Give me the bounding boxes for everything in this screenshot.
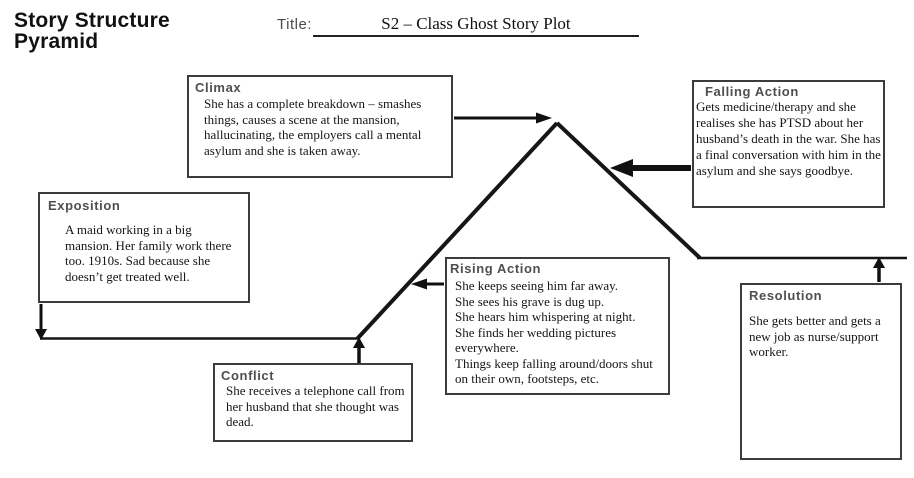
falling-action-arrow (610, 159, 691, 177)
rising-action-body: She keeps seeing him far away. She sees … (455, 278, 665, 387)
exposition-arrow (35, 304, 47, 340)
climax-body: She has a complete breakdown – smashes t… (204, 96, 422, 158)
conflict-box: Conflict She receives a telephone call f… (213, 363, 413, 442)
title-row: Title:S2 – Class Ghost Story Plot (277, 14, 639, 37)
climax-arrow (454, 112, 552, 124)
conflict-label: Conflict (221, 368, 275, 383)
rising-action-line: Things keep falling around/doors shut on… (455, 355, 653, 387)
page-title-line2: Pyramid (14, 30, 99, 53)
conflict-arrow (353, 337, 365, 363)
pyramid-outline (40, 121, 907, 341)
rising-action-label: Rising Action (450, 261, 542, 276)
rising-action-box: Rising Action She keeps seeing him far a… (445, 257, 670, 395)
resolution-label: Resolution (749, 288, 823, 303)
page-title-line1: Story Structure (14, 9, 170, 32)
falling-action-label: Falling Action (705, 84, 799, 99)
climax-box: Climax She has a complete breakdown – sm… (187, 75, 453, 178)
page-title: Story Structure Pyramid (14, 10, 170, 52)
exposition-box: Exposition A maid working in a big mansi… (38, 192, 250, 303)
climax-label: Climax (195, 80, 242, 95)
falling-action-box: Falling Action Gets medicine/therapy and… (692, 80, 885, 208)
rising-action-arrow (411, 278, 444, 290)
resolution-box: Resolution She gets better and gets a ne… (740, 283, 902, 460)
resolution-body: She gets better and gets a new job as nu… (749, 313, 881, 359)
resolution-arrow (873, 257, 885, 282)
rising-action-line: She sees his grave is dug up. (455, 293, 605, 309)
exposition-label: Exposition (48, 198, 121, 213)
conflict-body: She receives a telephone call from her h… (226, 383, 405, 429)
rising-action-line: She keeps seeing him far away. (455, 278, 619, 293)
rising-action-line: She finds her wedding pictures everywher… (455, 324, 617, 356)
title-label: Title: (277, 16, 312, 33)
title-value: S2 – Class Ghost Story Plot (312, 14, 639, 37)
rising-action-line: She hears him whispering at night. (455, 309, 636, 324)
exposition-body: A maid working in a big mansion. Her fam… (65, 222, 232, 284)
falling-action-body: Gets medicine/therapy and she realises s… (696, 99, 881, 178)
